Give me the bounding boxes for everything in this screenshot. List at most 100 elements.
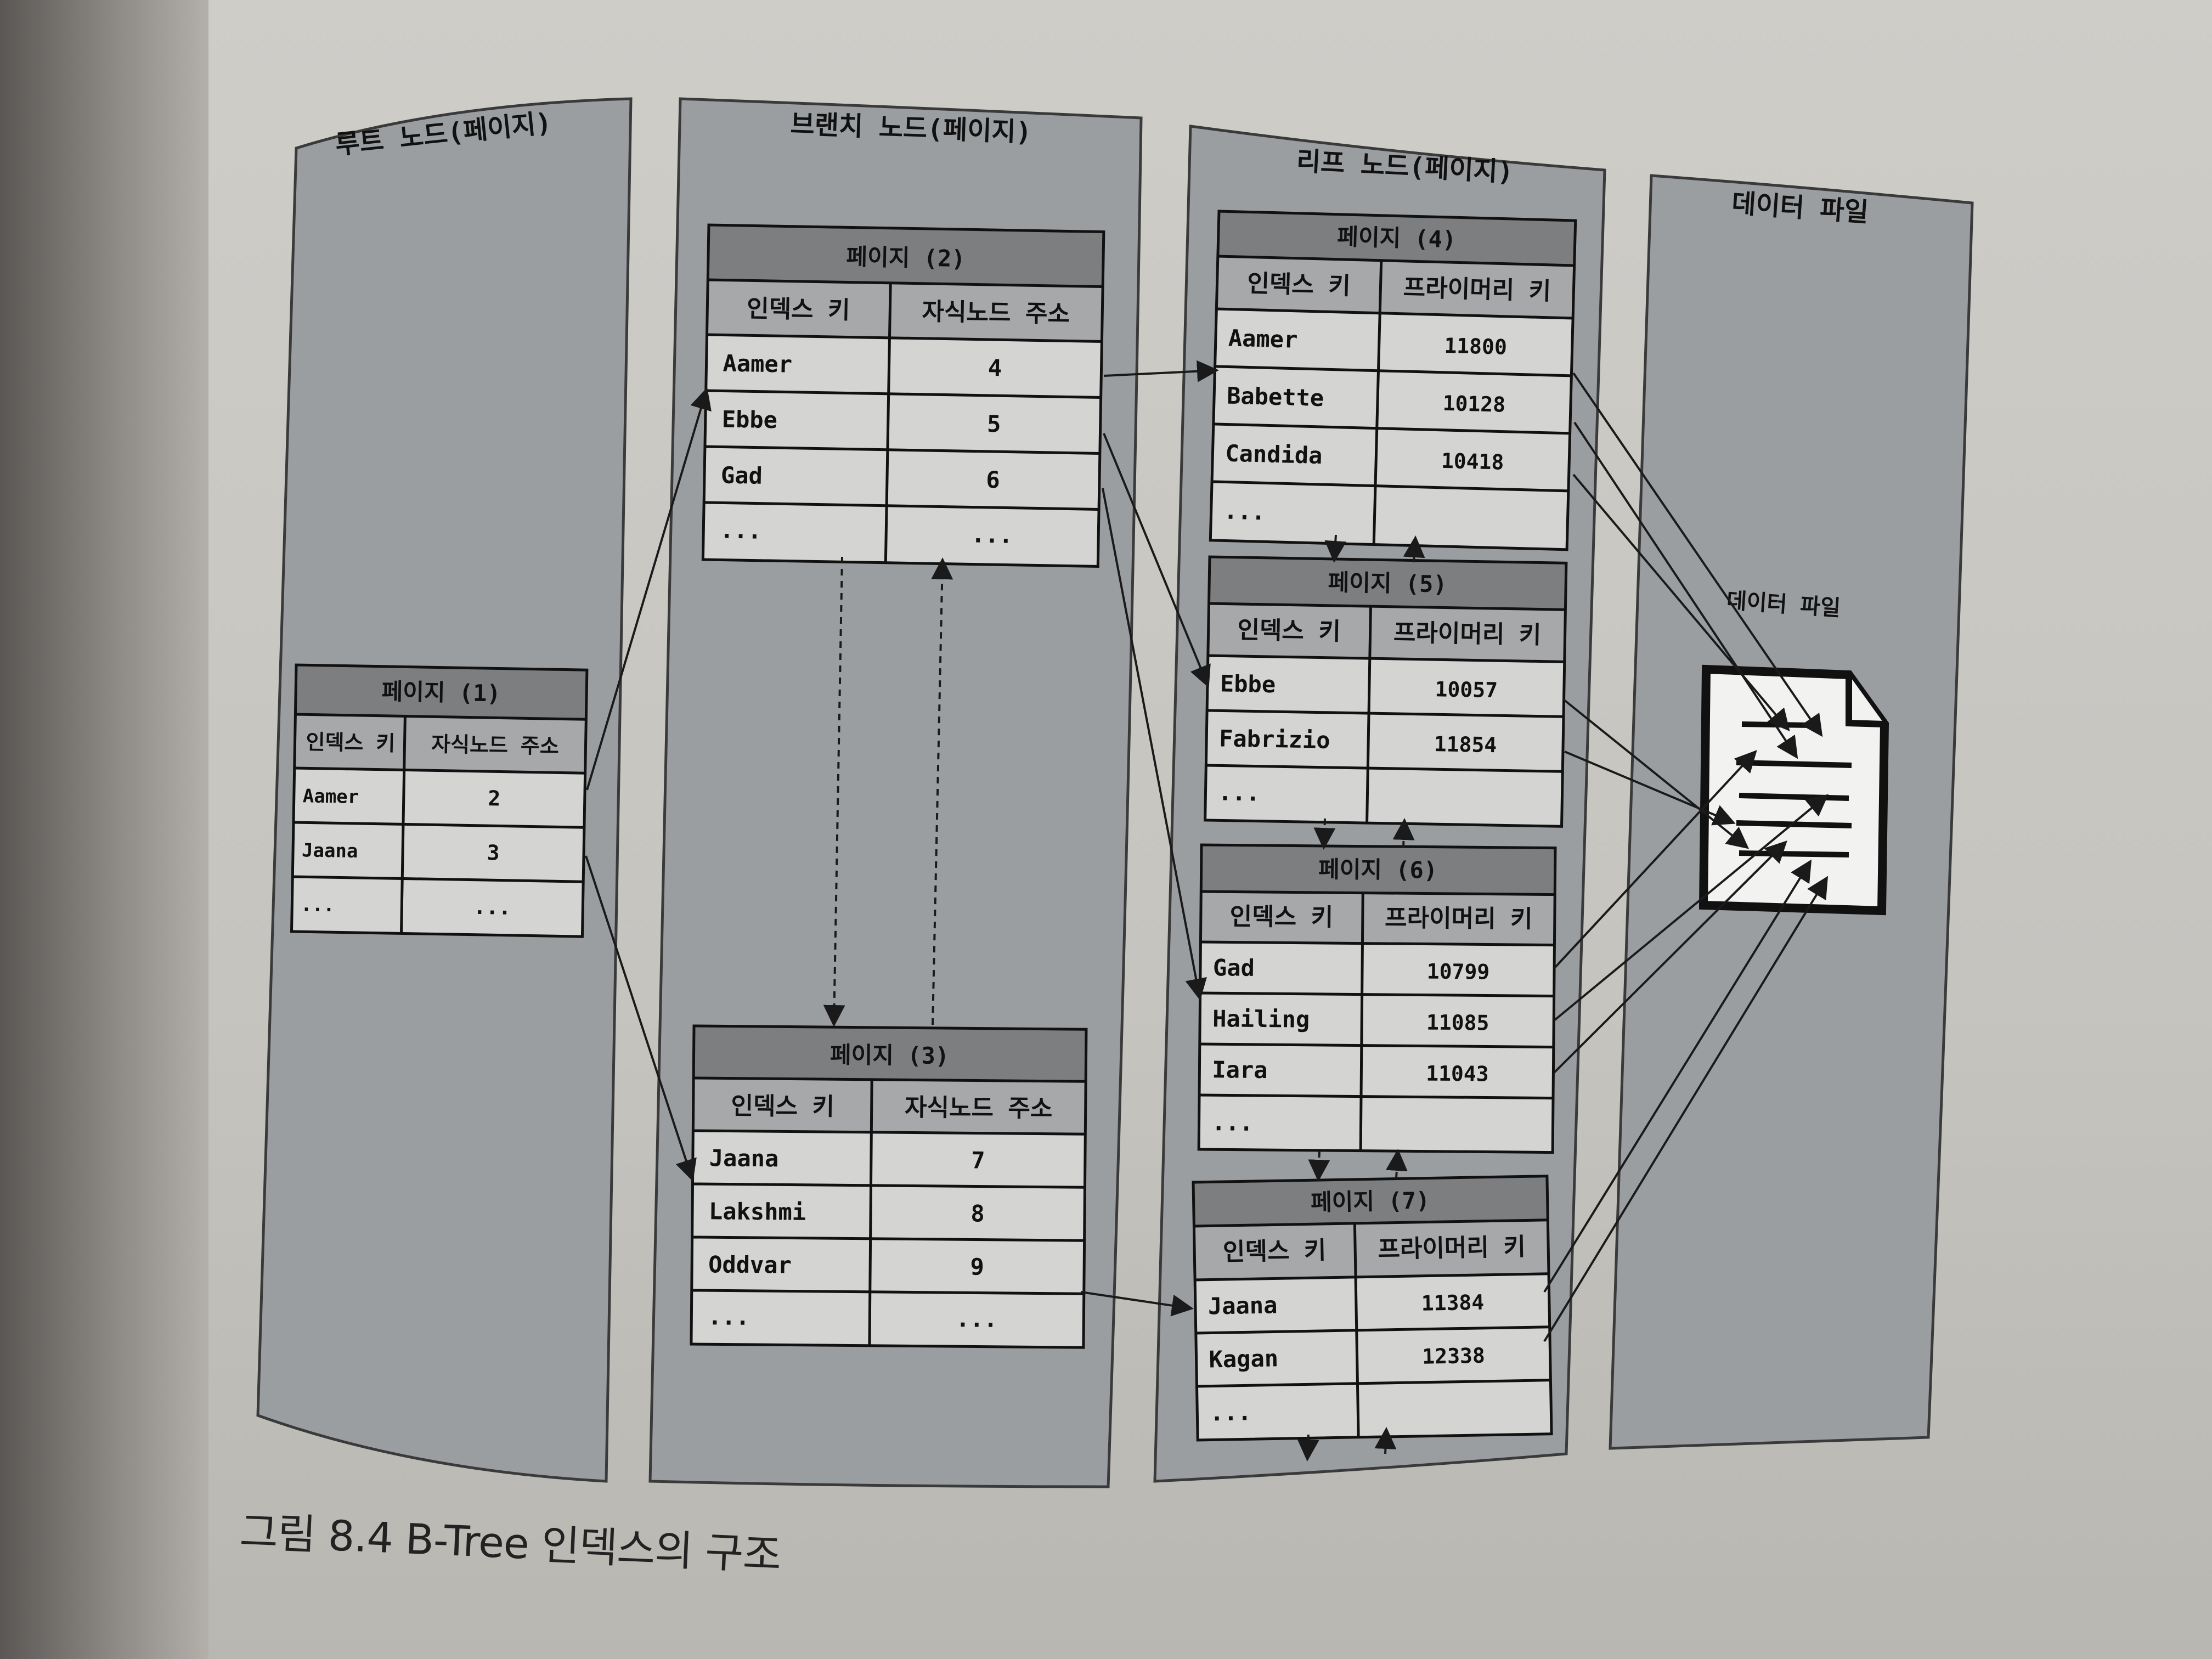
arrow-12338-to-file	[1543, 876, 1829, 1342]
arrow-p2-to-p3	[823, 556, 845, 1027]
page-2-row-1-child: 4	[988, 354, 1002, 381]
arrow-10799-to-file	[1553, 750, 1757, 969]
page-3-header-key: 인덱스 키	[731, 1092, 834, 1121]
page-6-row-3-primary: 11043	[1426, 1062, 1489, 1086]
arrow-p1-jaana-to-p3	[585, 855, 697, 1182]
page-3-row-2-child: 8	[970, 1200, 985, 1227]
page-1-row-2-child: 3	[487, 840, 500, 865]
page-4-row-2-key: Babette	[1227, 382, 1324, 411]
page-6-row-4-key: ...	[1211, 1109, 1253, 1136]
page-7-header-key: 인덱스 키	[1223, 1237, 1327, 1266]
page-6-title: 페이지 (6)	[1318, 856, 1437, 884]
page-2-row-3-child: 6	[986, 466, 1000, 493]
arrow-p2-gad-to-p6	[1102, 488, 1207, 1001]
page-7-row-2-primary: 12338	[1422, 1344, 1485, 1369]
arrow-p6-to-p5	[1392, 818, 1415, 848]
page-5-table: 페이지 (5) 인덱스 키 프라이머리 키 Ebbe 10057 Fabrizi…	[1204, 555, 1568, 828]
page-4-row-1-primary: 11800	[1444, 334, 1508, 359]
page-7-table: 페이지 (7) 인덱스 키 프라이머리 키 Jaana 11384 Kagan …	[1192, 1175, 1553, 1442]
page-6-header-primary: 프라이머리 키	[1385, 904, 1533, 933]
page-7-title: 페이지 (7)	[1311, 1187, 1430, 1216]
page-7-row-1-key: Jaana	[1208, 1291, 1278, 1319]
arrow-10128-to-file	[1573, 421, 1798, 759]
page-3-table: 페이지 (3) 인덱스 키 자식노드 주소 Jaana 7 Lakshmi 8 …	[690, 1024, 1088, 1349]
page-5-row-2-primary: 11854	[1434, 732, 1497, 757]
leaf-to-data-file-arrows	[1543, 372, 1829, 1342]
page-5-header-primary: 프라이머리 키	[1393, 619, 1542, 650]
arrow-11043-to-file	[1553, 840, 1787, 1074]
arrow-11800-to-file	[1572, 372, 1823, 737]
page-2-row-4-key: ...	[720, 516, 762, 544]
arrow-p7-next	[1297, 1434, 1319, 1462]
arrow-p1-aamer-to-p2	[586, 387, 712, 791]
page-3-row-2-key: Lakshmi	[709, 1198, 806, 1226]
page-4-row-1-key: Aamer	[1228, 325, 1298, 353]
page-5-row-1-primary: 10057	[1435, 677, 1498, 702]
arrow-p2-aamer-to-p4	[1103, 360, 1219, 382]
page-2-row-2-child: 5	[987, 410, 1001, 437]
page-2-title: 페이지 (2)	[846, 243, 966, 272]
page-4-row-3-primary: 10418	[1441, 449, 1504, 475]
page-6-row-2-primary: 11085	[1426, 1011, 1489, 1035]
arrow-p3-to-p7	[1080, 1291, 1194, 1317]
page-2-header-child: 자식노드 주소	[922, 298, 1070, 329]
page-1-row-3-child: ...	[473, 895, 511, 919]
page-1-row-1-child: 2	[488, 786, 501, 810]
branch-sibling-links	[823, 556, 953, 1027]
page-3-header-child: 자식노드 주소	[905, 1093, 1053, 1122]
page-3-row-4-key: ...	[708, 1303, 749, 1330]
document-icon	[1699, 664, 1889, 916]
arrow-10418-to-file	[1572, 473, 1790, 732]
arrow-p7-to-p6	[1385, 1149, 1408, 1179]
page-1-title: 페이지 (1)	[381, 678, 501, 707]
page-4-row-2-primary: 10128	[1442, 391, 1506, 417]
page-7-row-2-key: Kagan	[1209, 1345, 1278, 1373]
page-2-row-4-child: ...	[971, 521, 1013, 548]
page-6-header-key: 인덱스 키	[1229, 902, 1333, 932]
arrow-11384-to-file	[1543, 859, 1812, 1293]
book-gutter-shadow	[0, 0, 208, 1659]
page-3-row-1-key: Jaana	[709, 1144, 779, 1172]
page-6-table: 페이지 (6) 인덱스 키 프라이머리 키 Gad 10799 Hailing …	[1197, 843, 1557, 1154]
page-4-table: 페이지 (4) 인덱스 키 프라이머리 키 Aamer 11800 Babett…	[1209, 210, 1577, 551]
page-1-row-1-key: Aamer	[302, 785, 359, 808]
arrow-p5-to-p4	[1403, 535, 1425, 563]
page-2-row-1-key: Aamer	[723, 349, 792, 377]
page-4-row-4-key: ...	[1223, 497, 1266, 525]
page-1-header-key: 인덱스 키	[306, 730, 395, 755]
arrow-p4-to-p5	[1324, 534, 1347, 563]
page-5-row-3-key: ...	[1218, 778, 1260, 806]
page-6-row-1-key: Gad	[1213, 954, 1255, 981]
page-4-title: 페이지 (4)	[1337, 223, 1457, 253]
page-2-row-3-key: Gad	[721, 461, 763, 489]
page-3-row-3-child: 9	[970, 1253, 984, 1280]
arrow-11854-to-file	[1564, 751, 1736, 826]
page-3-row-1-child: 7	[971, 1147, 985, 1173]
page-2-header-key: 인덱스 키	[747, 295, 850, 324]
page-3-title: 페이지 (3)	[830, 1041, 949, 1069]
arrow-p2-ebbe-to-p5	[1103, 433, 1211, 688]
arrow-p3-to-p2	[931, 557, 953, 1025]
page-4-row-3-key: Candida	[1225, 439, 1323, 469]
page-2-row-2-key: Ebbe	[721, 405, 777, 433]
page-4-header-primary: 프라이머리 키	[1403, 274, 1551, 306]
arrow-p7-prev	[1374, 1427, 1397, 1454]
branch-to-leaf-arrows	[1080, 360, 1219, 1317]
page-6-row-1-primary: 10799	[1427, 960, 1490, 984]
page-6-row-2-key: Hailing	[1212, 1005, 1310, 1033]
arrow-11085-to-file	[1553, 794, 1829, 1022]
page-3-row-3-key: Oddvar	[708, 1251, 792, 1278]
page-7-row-3-key: ...	[1210, 1398, 1252, 1426]
arrow-p5-to-p6	[1313, 818, 1336, 850]
page-1-header-child: 자식노드 주소	[431, 732, 559, 758]
arrow-p6-to-p7	[1308, 1150, 1330, 1182]
page-5-title: 페이지 (5)	[1328, 569, 1447, 598]
page-6-row-3-key: Iara	[1212, 1056, 1268, 1084]
leaf-sibling-links	[1297, 534, 1425, 1462]
page-3-row-4-child: ...	[956, 1305, 997, 1333]
page-1-row-3-key: ...	[301, 894, 335, 916]
page-1-table: 페이지 (1) 인덱스 키 자식노드 주소 Aamer 2 Jaana 3 ..…	[290, 663, 589, 938]
page-5-row-1-key: Ebbe	[1220, 670, 1276, 698]
page-5-header-key: 인덱스 키	[1237, 616, 1341, 646]
